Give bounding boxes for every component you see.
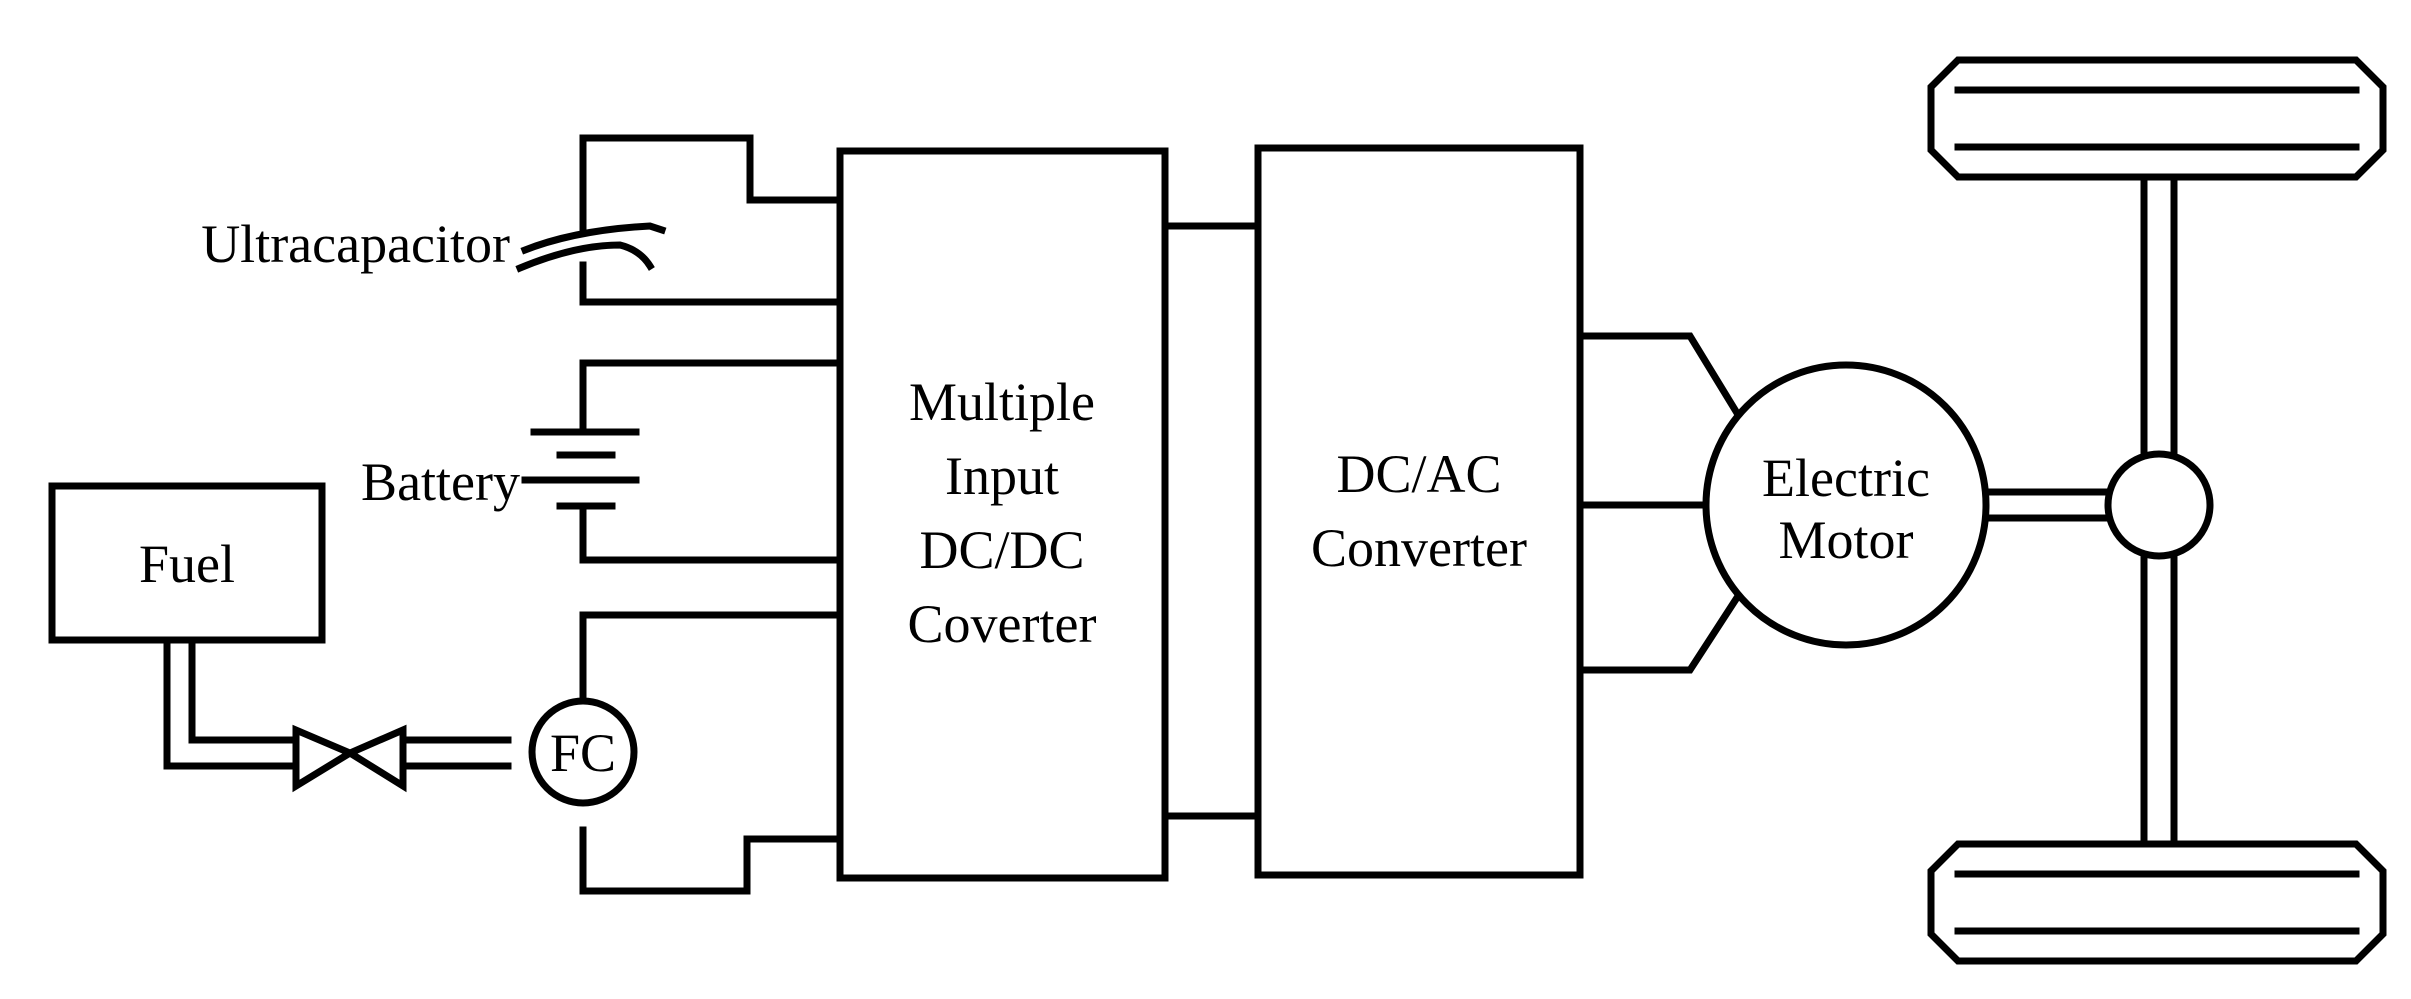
dcac-label-line1: DC/AC (1336, 444, 1501, 504)
dcac-converter (1254, 144, 1584, 879)
ultracapacitor-bottom-wire (579, 261, 844, 306)
axle (2140, 174, 2178, 848)
fuel-pipe (163, 636, 512, 770)
fuel-cell (528, 697, 638, 807)
dcdc-label-line2: Input (945, 446, 1059, 506)
electric-motor (1702, 361, 1990, 649)
fuel-cell-branch: FC (528, 611, 844, 895)
rear-wheel (1927, 840, 2387, 965)
dcdc-label-line1: Multiple (909, 372, 1095, 432)
fuel-tank (48, 482, 326, 644)
dcac-label-line2: Converter (1311, 518, 1527, 578)
ultracapacitor-symbol-lower (515, 241, 655, 273)
front-wheel (1927, 56, 2387, 181)
motor-label-line1: Electric (1762, 448, 1930, 508)
fuel-label: Fuel (139, 534, 235, 594)
valve-icon (292, 724, 407, 793)
battery-label: Battery (361, 452, 520, 512)
fc-label: FC (550, 723, 616, 783)
battery-branch: Battery (361, 359, 844, 564)
battery-bottom-wire (579, 504, 844, 564)
ultracapacitor-top-wire (579, 134, 844, 233)
drive-shaft (1982, 488, 2122, 522)
ultracapacitor-label: Ultracapacitor (201, 214, 510, 274)
motor-label-line2: Motor (1779, 510, 1914, 570)
dcdc-label-line3: DC/DC (919, 520, 1084, 580)
ultracapacitor-branch: Ultracapacitor (201, 134, 844, 306)
dcdc-label-line4: Coverter (908, 594, 1097, 654)
differential (2104, 450, 2214, 560)
three-phase-wires (1576, 332, 1745, 674)
fc-bottom-wire (579, 826, 844, 895)
battery-symbol (521, 428, 640, 510)
battery-top-wire (579, 359, 844, 434)
fc-top-wire (579, 611, 844, 704)
ultracapacitor-symbol (520, 222, 667, 255)
dcdc-converter (836, 147, 1169, 882)
